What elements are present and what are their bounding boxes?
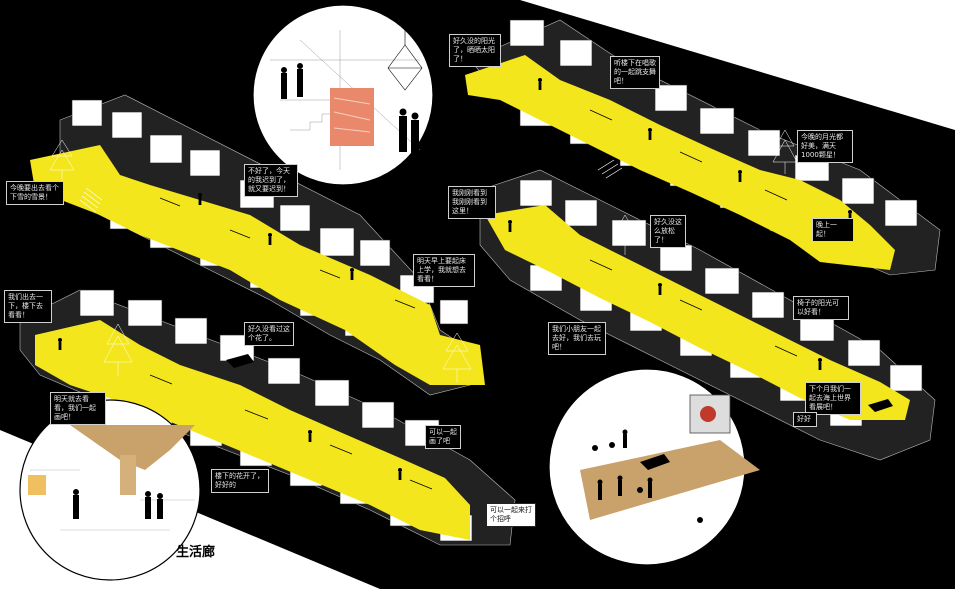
person-icon bbox=[198, 193, 354, 280]
callout-3: 今晚的月光都好美，满天1000颗星！ bbox=[797, 130, 853, 163]
stair-icon bbox=[79, 187, 103, 213]
callout-9: 明天早上要起床上学，我就想去看看！ bbox=[413, 254, 475, 287]
tree-icon bbox=[103, 323, 133, 376]
vignette-caption: 生活廊 bbox=[176, 545, 216, 560]
callout-14: 明天就去看看，我们一起画吧！ bbox=[50, 392, 106, 425]
callout-7: 好久没这么放松了！ bbox=[650, 215, 686, 248]
callout-13: 椅子的阳光可以好看！ bbox=[793, 296, 849, 320]
person-icon bbox=[58, 338, 402, 480]
tree-icon bbox=[49, 139, 75, 182]
callout-11: 好久没看过这个花了。 bbox=[244, 322, 294, 346]
piano-icon bbox=[640, 454, 670, 470]
callout-4: 今晚要出去看个下雪的雪景！ bbox=[6, 181, 64, 205]
callout-5: 不好了，今天的我迟到了，就又要迟到！ bbox=[244, 164, 298, 197]
callout-17: 可以一起画了吧 bbox=[425, 425, 461, 449]
callout-10: 我们出去一下，楼下去看看！ bbox=[4, 290, 52, 323]
vignette-bottom-left bbox=[19, 399, 201, 581]
vignette-top bbox=[252, 4, 434, 186]
table-icon bbox=[592, 442, 703, 523]
corridor-b bbox=[35, 320, 470, 540]
callout-15: 下个月我们一起去海上世界看展吧！ bbox=[805, 382, 861, 415]
wood-floor bbox=[580, 440, 760, 520]
lamp-icon bbox=[387, 30, 423, 91]
person-icon bbox=[597, 429, 653, 500]
corridor-d bbox=[485, 205, 910, 420]
corridor-c bbox=[465, 55, 895, 270]
person-icon bbox=[281, 63, 419, 154]
callout-12: 我们小朋友一起去好，我们去玩吧！ bbox=[548, 322, 606, 355]
tree-icon bbox=[613, 214, 637, 255]
wood-ceiling bbox=[70, 425, 195, 470]
callout-16: 好好 bbox=[793, 412, 817, 427]
tree-icon bbox=[442, 332, 472, 383]
stair-icon bbox=[597, 159, 623, 179]
callout-1: 好久没的阳光了，晒晒太阳了！ bbox=[449, 34, 501, 67]
tree-icon bbox=[772, 129, 798, 174]
person-icon bbox=[73, 489, 163, 519]
artwork-panel bbox=[330, 88, 374, 146]
callout-2: 听楼下在唱歌的一起跳支舞吧！ bbox=[610, 56, 660, 89]
callout-19: 可以一起来打个招呼 bbox=[486, 503, 536, 527]
corridor-a bbox=[30, 145, 485, 385]
callout-8: 晚上一起！ bbox=[812, 218, 854, 242]
callout-18: 楼下的花开了，好好的 bbox=[211, 469, 269, 493]
callout-6: 我刚刚看到我刚刚看到这里！ bbox=[448, 186, 496, 219]
person-icon bbox=[538, 78, 852, 222]
person-icon bbox=[508, 220, 822, 370]
piano-icon bbox=[226, 354, 254, 368]
building-block-a bbox=[30, 94, 485, 396]
piano-icon bbox=[868, 399, 893, 412]
vignette-bottom-right bbox=[548, 368, 760, 566]
